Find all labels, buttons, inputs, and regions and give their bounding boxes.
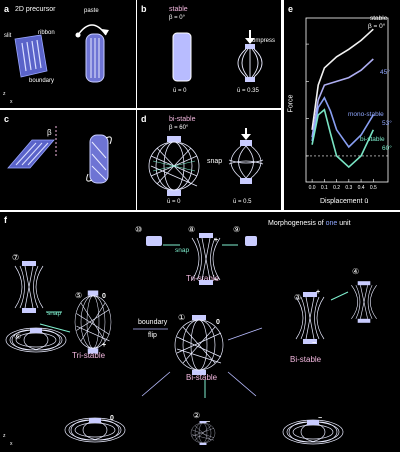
beta-angle-line xyxy=(55,126,57,156)
compress-arrow-icon xyxy=(245,30,255,44)
state-5-number: ⑤ xyxy=(75,291,83,300)
stable-tube-image xyxy=(172,32,192,82)
legend-60: 60° xyxy=(382,145,392,152)
x-tick-label: 0.2 xyxy=(333,185,340,191)
panel-e: e 0.0 0.1 0.2 0.3 0.4 0.5 Force Displacement … xyxy=(284,0,400,210)
paste-arrow-icon xyxy=(75,24,109,38)
panel-b-region: b stable β = 0° compress ū = 0 ū = 0.35 xyxy=(136,0,281,108)
snap-label: snap xyxy=(207,158,223,165)
snap-arrow-icon xyxy=(203,150,223,154)
f-axis-z-label: z xyxy=(3,433,6,439)
legend-45: 45° xyxy=(380,69,390,76)
state-3-number: ③ xyxy=(294,293,302,302)
snapped-lantern-image xyxy=(228,140,264,184)
x-tick-label: 0.0 xyxy=(309,185,316,191)
chart-frame xyxy=(305,17,389,183)
svg-text:0: 0 xyxy=(102,293,106,300)
panel-d-region: d bi-stable β = 60° snap ū = 0 ū = 0.5 xyxy=(136,110,281,210)
axis-z-label: z xyxy=(3,91,6,97)
slanted-precursor-image xyxy=(7,139,55,169)
precursor-title: 2D precursor xyxy=(15,6,56,13)
series-line-3 xyxy=(311,108,375,169)
svg-text:−: − xyxy=(206,419,210,426)
legend-53: 53° xyxy=(382,120,392,127)
rolled-tube-image xyxy=(85,33,105,83)
panel-letter-d: d xyxy=(141,114,147,124)
stable-label: stable xyxy=(169,6,188,13)
boundary-label: boundary xyxy=(138,319,168,326)
svg-text:+: + xyxy=(214,237,218,244)
svg-text:+: + xyxy=(316,289,320,296)
state-9-number: ⑨ xyxy=(233,225,241,234)
state-7-number: ⑦ xyxy=(12,253,20,262)
ribbon-label: ribbon xyxy=(38,30,55,36)
series-line-0 xyxy=(311,28,374,130)
beta-zero-label: β = 0° xyxy=(169,15,186,21)
snap-top-label: snap xyxy=(175,247,190,254)
legend-beta0: β = 0° xyxy=(368,23,386,30)
panel-f: f Morphogenesis of one unit ① ② ③ ④ ⑤ ⑥ … xyxy=(0,212,400,452)
bistable-lantern-image xyxy=(148,136,200,196)
boundary-label: boundary xyxy=(29,78,55,84)
bistable-label: bi-stable xyxy=(169,116,196,123)
slit-label: slit xyxy=(4,33,12,39)
state-2-number: ② xyxy=(193,411,201,420)
compress-label: compress xyxy=(249,38,276,44)
svg-text:0: 0 xyxy=(216,319,220,326)
snap-left-label: snap xyxy=(47,310,62,317)
legend-stable: stable xyxy=(370,15,388,22)
bistable-center-label: Bi-stable xyxy=(186,373,218,382)
svg-text:−: − xyxy=(318,415,322,422)
beta-symbol: β xyxy=(47,128,52,137)
series-line-1 xyxy=(311,58,374,138)
paste-label: paste xyxy=(84,8,99,14)
x-tick-label: 0.5 xyxy=(370,185,377,191)
legend-mono: mono-stable xyxy=(348,111,384,118)
state-6-number: ⑥ xyxy=(14,332,22,341)
state-1-number: ① xyxy=(178,313,186,322)
flip-label: flip xyxy=(148,332,157,339)
morphogenesis-title: Morphogenesis of one unit xyxy=(268,220,351,227)
x-tick-label: 0.4 xyxy=(358,185,365,191)
morphogenesis-figures: 0 + − 0 + + − 0 − − xyxy=(5,232,377,446)
svg-text:0: 0 xyxy=(110,415,114,422)
panel-letter-e: e xyxy=(288,4,294,14)
title-suffix: unit xyxy=(337,220,351,227)
force-displacement-chart: 0.0 0.1 0.2 0.3 0.4 0.5 xyxy=(305,17,389,191)
svg-text:−: − xyxy=(214,277,218,284)
x-axis-label: Displacement ū xyxy=(320,198,369,205)
u-zero-label: ū = 0 xyxy=(173,88,187,94)
svg-text:−: − xyxy=(312,340,316,347)
panel-letter-f: f xyxy=(4,215,7,225)
press-arrow-icon xyxy=(241,128,251,140)
panel-letter-b: b xyxy=(141,4,147,14)
series-line-2 xyxy=(311,96,374,149)
state-4-number: ④ xyxy=(352,267,360,276)
u-035-label: ū = 0.35 xyxy=(237,88,259,94)
x-tick-label: 0.3 xyxy=(345,185,352,191)
panel-cd: c β d bi-stable β = 60° snap xyxy=(0,110,281,210)
state-10-number: ⑩ xyxy=(135,225,143,234)
bistable-right-label: Bi-stable xyxy=(290,355,322,364)
legend-bistable: bi-stable xyxy=(360,136,385,143)
beta-60-label: β = 60° xyxy=(169,125,189,131)
d-u-zero-label: ū = 0 xyxy=(167,199,181,205)
panel-ab: a 2D precursor paste slit ribbon boundar… xyxy=(0,0,281,108)
twisted-tube-image xyxy=(86,134,112,184)
panel-letter-a: a xyxy=(4,4,10,14)
panel-letter-c: c xyxy=(4,114,10,124)
title-one: one xyxy=(325,220,338,227)
f-axis-x-label: x xyxy=(10,441,13,447)
svg-text:+: + xyxy=(102,342,106,349)
state-8-number: ⑧ xyxy=(188,225,196,234)
precursor-sheet-image xyxy=(14,34,48,78)
y-axis-label: Force xyxy=(287,94,295,113)
axis-x-label: x xyxy=(10,99,13,105)
tristable-left-label: Tri-stable xyxy=(72,351,106,360)
d-u-05-label: ū = 0.5 xyxy=(233,199,252,205)
title-prefix: Morphogenesis of xyxy=(268,220,326,227)
x-tick-label: 0.1 xyxy=(321,185,328,191)
compressed-stable-image xyxy=(237,44,263,82)
